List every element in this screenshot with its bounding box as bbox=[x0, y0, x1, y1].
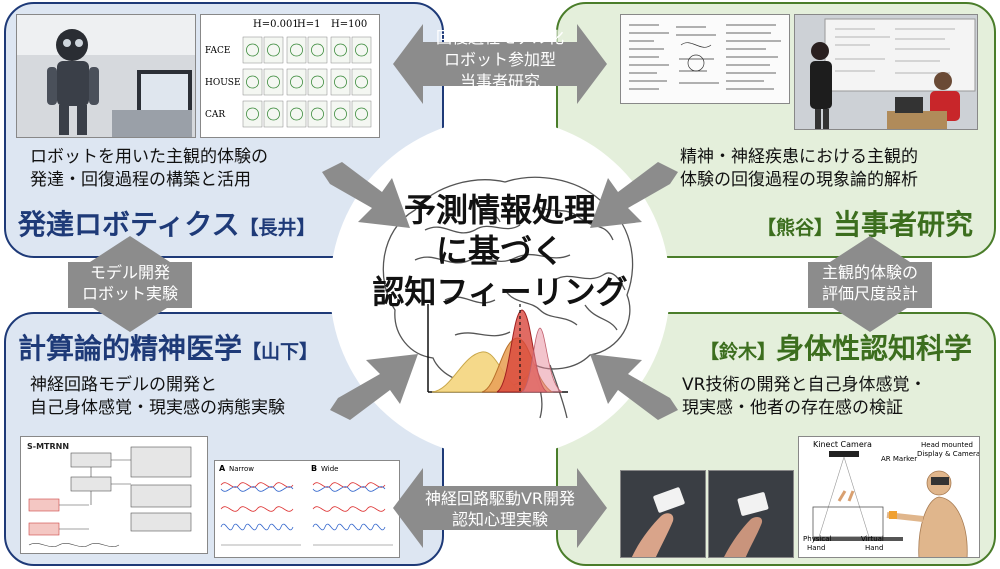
panel-b-label: B bbox=[311, 464, 317, 473]
figure-cell bbox=[307, 36, 328, 64]
figure-cell bbox=[263, 68, 284, 96]
computational-psychiatry-title-text: 計算論的精神医学 bbox=[18, 332, 243, 365]
diagonal-arrow-top-right bbox=[590, 162, 678, 228]
figure-cell bbox=[286, 100, 307, 128]
figure-cell bbox=[351, 68, 372, 96]
figure-cell-trace bbox=[334, 43, 347, 57]
developmental-robotics-tag: 【長井】 bbox=[239, 217, 316, 239]
figure-col-header-1: H=0.001 bbox=[253, 19, 299, 30]
center-title: 予測情報処理 に基づく 認知フィーリング bbox=[360, 190, 640, 313]
diagonal-arrow-bottom-right bbox=[590, 354, 678, 420]
embodied-cognition-description: VR技術の開発と自己身体感覚・ 現実感・他者の存在感の検証 bbox=[682, 375, 927, 418]
figure-row-label-3: CAR bbox=[205, 110, 225, 120]
tojisha-research-title: 【熊谷】当事者研究 bbox=[757, 203, 973, 243]
vr-hand-photo-1 bbox=[620, 470, 706, 558]
hmd-label-line-1: Head mounted bbox=[921, 441, 973, 449]
tojisha-meeting-photo bbox=[794, 14, 978, 130]
figure-cell bbox=[286, 68, 307, 96]
center-title-line-3: 認知フィーリング bbox=[372, 273, 628, 311]
developmental-robotics-description: ロボットを用いた主観的体験の 発達・回復過程の構築と活用 bbox=[30, 147, 268, 190]
figure-cell-trace bbox=[290, 75, 303, 89]
figure-cell bbox=[286, 36, 307, 64]
figure-cell bbox=[330, 100, 351, 128]
left-arrow-label: モデル開発 ロボット実験 bbox=[81, 263, 178, 303]
hmd-label-line-2: Display & Camera bbox=[917, 450, 980, 458]
top-double-arrow bbox=[393, 24, 607, 104]
figure-cell-trace bbox=[246, 43, 259, 57]
developmental-robotics-title-text: 発達ロボティクス bbox=[18, 208, 240, 241]
kinect-camera-label: Kinect Camera bbox=[813, 440, 872, 449]
figure-cell-trace bbox=[246, 107, 259, 121]
physical-hand-label-line-1: Physical bbox=[803, 535, 832, 543]
ar-marker-label: AR Marker bbox=[881, 455, 917, 463]
distribution-plot bbox=[427, 304, 568, 393]
figure-cell bbox=[263, 100, 284, 128]
panel-b-title: Wide bbox=[321, 465, 338, 473]
diagonal-arrow-top-left bbox=[322, 162, 410, 228]
embodied-cognition-title: 【鈴木】身体性認知科学 bbox=[700, 327, 972, 367]
computational-psychiatry-tag: 【山下】 bbox=[242, 341, 319, 363]
robot-photo bbox=[16, 14, 196, 138]
figure-cell bbox=[242, 36, 263, 64]
bottom-double-arrow bbox=[393, 468, 607, 548]
virtual-hand-label-line-2: Hand bbox=[865, 544, 883, 552]
figure-cell-trace bbox=[355, 43, 368, 57]
embodied-cognition-title-text: 身体性認知科学 bbox=[776, 332, 973, 365]
tojisha-research-tag: 【熊谷】 bbox=[757, 217, 834, 239]
figure-cell-trace bbox=[311, 43, 324, 57]
figure-cell-trace bbox=[334, 75, 347, 89]
figure-cell bbox=[351, 36, 372, 64]
tojisha-research-title-text: 当事者研究 bbox=[833, 208, 974, 241]
figure-cell-trace bbox=[355, 75, 368, 89]
tojisha-research-description: 精神・神経疾患における主観的 体験の回復過程の現象論的解析 bbox=[680, 147, 918, 190]
figure-cell-trace bbox=[311, 107, 324, 121]
vr-hand-photo-2 bbox=[708, 470, 794, 558]
figure-cell-trace bbox=[267, 43, 280, 57]
figure-cell-trace bbox=[311, 75, 324, 89]
center-title-line-1: 予測情報処理 bbox=[403, 191, 596, 229]
figure-cells bbox=[242, 36, 372, 128]
s-mtrnn-label: S-MTRNN bbox=[27, 442, 69, 451]
figure-cell bbox=[351, 100, 372, 128]
figure-cell-trace bbox=[334, 107, 347, 121]
figure-cell bbox=[330, 36, 351, 64]
s-mtrnn-diagram: S-MTRNN bbox=[20, 436, 208, 554]
figure-cell-trace bbox=[355, 107, 368, 121]
panel-a-label: A bbox=[219, 464, 226, 473]
virtual-hand-label-line-1: Virtual bbox=[861, 535, 884, 543]
figure-cell-trace bbox=[290, 107, 303, 121]
figure-cell-trace bbox=[267, 107, 280, 121]
figure-row-label-2: HOUSE bbox=[205, 78, 241, 88]
figure-row-label-1: FACE bbox=[205, 46, 230, 56]
figure-cell-trace bbox=[290, 43, 303, 57]
panel-a-title: Narrow bbox=[229, 465, 254, 473]
vr-setup-diagram: Kinect Camera AR Marker Head mounted Dis… bbox=[798, 436, 980, 558]
center-disc bbox=[330, 118, 670, 458]
figure-cell-trace bbox=[267, 75, 280, 89]
figure-cell-trace bbox=[246, 75, 259, 89]
face-house-car-figure: H=0.001 H=1 H=100 FACE HOUSE CAR bbox=[200, 14, 380, 138]
bottom-arrow-label: 神経回路駆動VR開発 認知心理実験 bbox=[424, 489, 576, 529]
narrow-wide-distribution-plots: A Narrow B Wide bbox=[214, 460, 400, 558]
figure-cell bbox=[242, 68, 263, 96]
top-arrow-label: 回復過程モデル化 ロボット参加型 当事者研究 bbox=[435, 28, 564, 91]
computational-psychiatry-title: 計算論的精神医学【山下】 bbox=[18, 327, 318, 367]
right-vertical-double-arrow bbox=[808, 236, 932, 332]
figure-cell bbox=[242, 100, 263, 128]
left-vertical-double-arrow bbox=[68, 236, 192, 332]
physical-hand-label-line-2: Hand bbox=[807, 544, 825, 552]
figure-col-header-3: H=100 bbox=[331, 19, 367, 30]
center-title-line-2: に基づく bbox=[435, 232, 564, 270]
right-arrow-label: 主観的体験の 評価尺度設計 bbox=[821, 263, 918, 303]
figure-cell bbox=[330, 68, 351, 96]
figure-cell bbox=[307, 100, 328, 128]
figure-col-header-2: H=1 bbox=[297, 19, 320, 30]
figure-cell bbox=[263, 36, 284, 64]
developmental-robotics-title: 発達ロボティクス【長井】 bbox=[18, 203, 316, 243]
whiteboard-notes-photo bbox=[620, 14, 790, 104]
embodied-cognition-tag: 【鈴木】 bbox=[700, 341, 777, 363]
diagonal-arrow-bottom-left bbox=[330, 354, 418, 420]
figure-cell bbox=[307, 68, 328, 96]
computational-psychiatry-description: 神経回路モデルの開発と 自己身体感覚・現実感の病態実験 bbox=[30, 375, 285, 418]
